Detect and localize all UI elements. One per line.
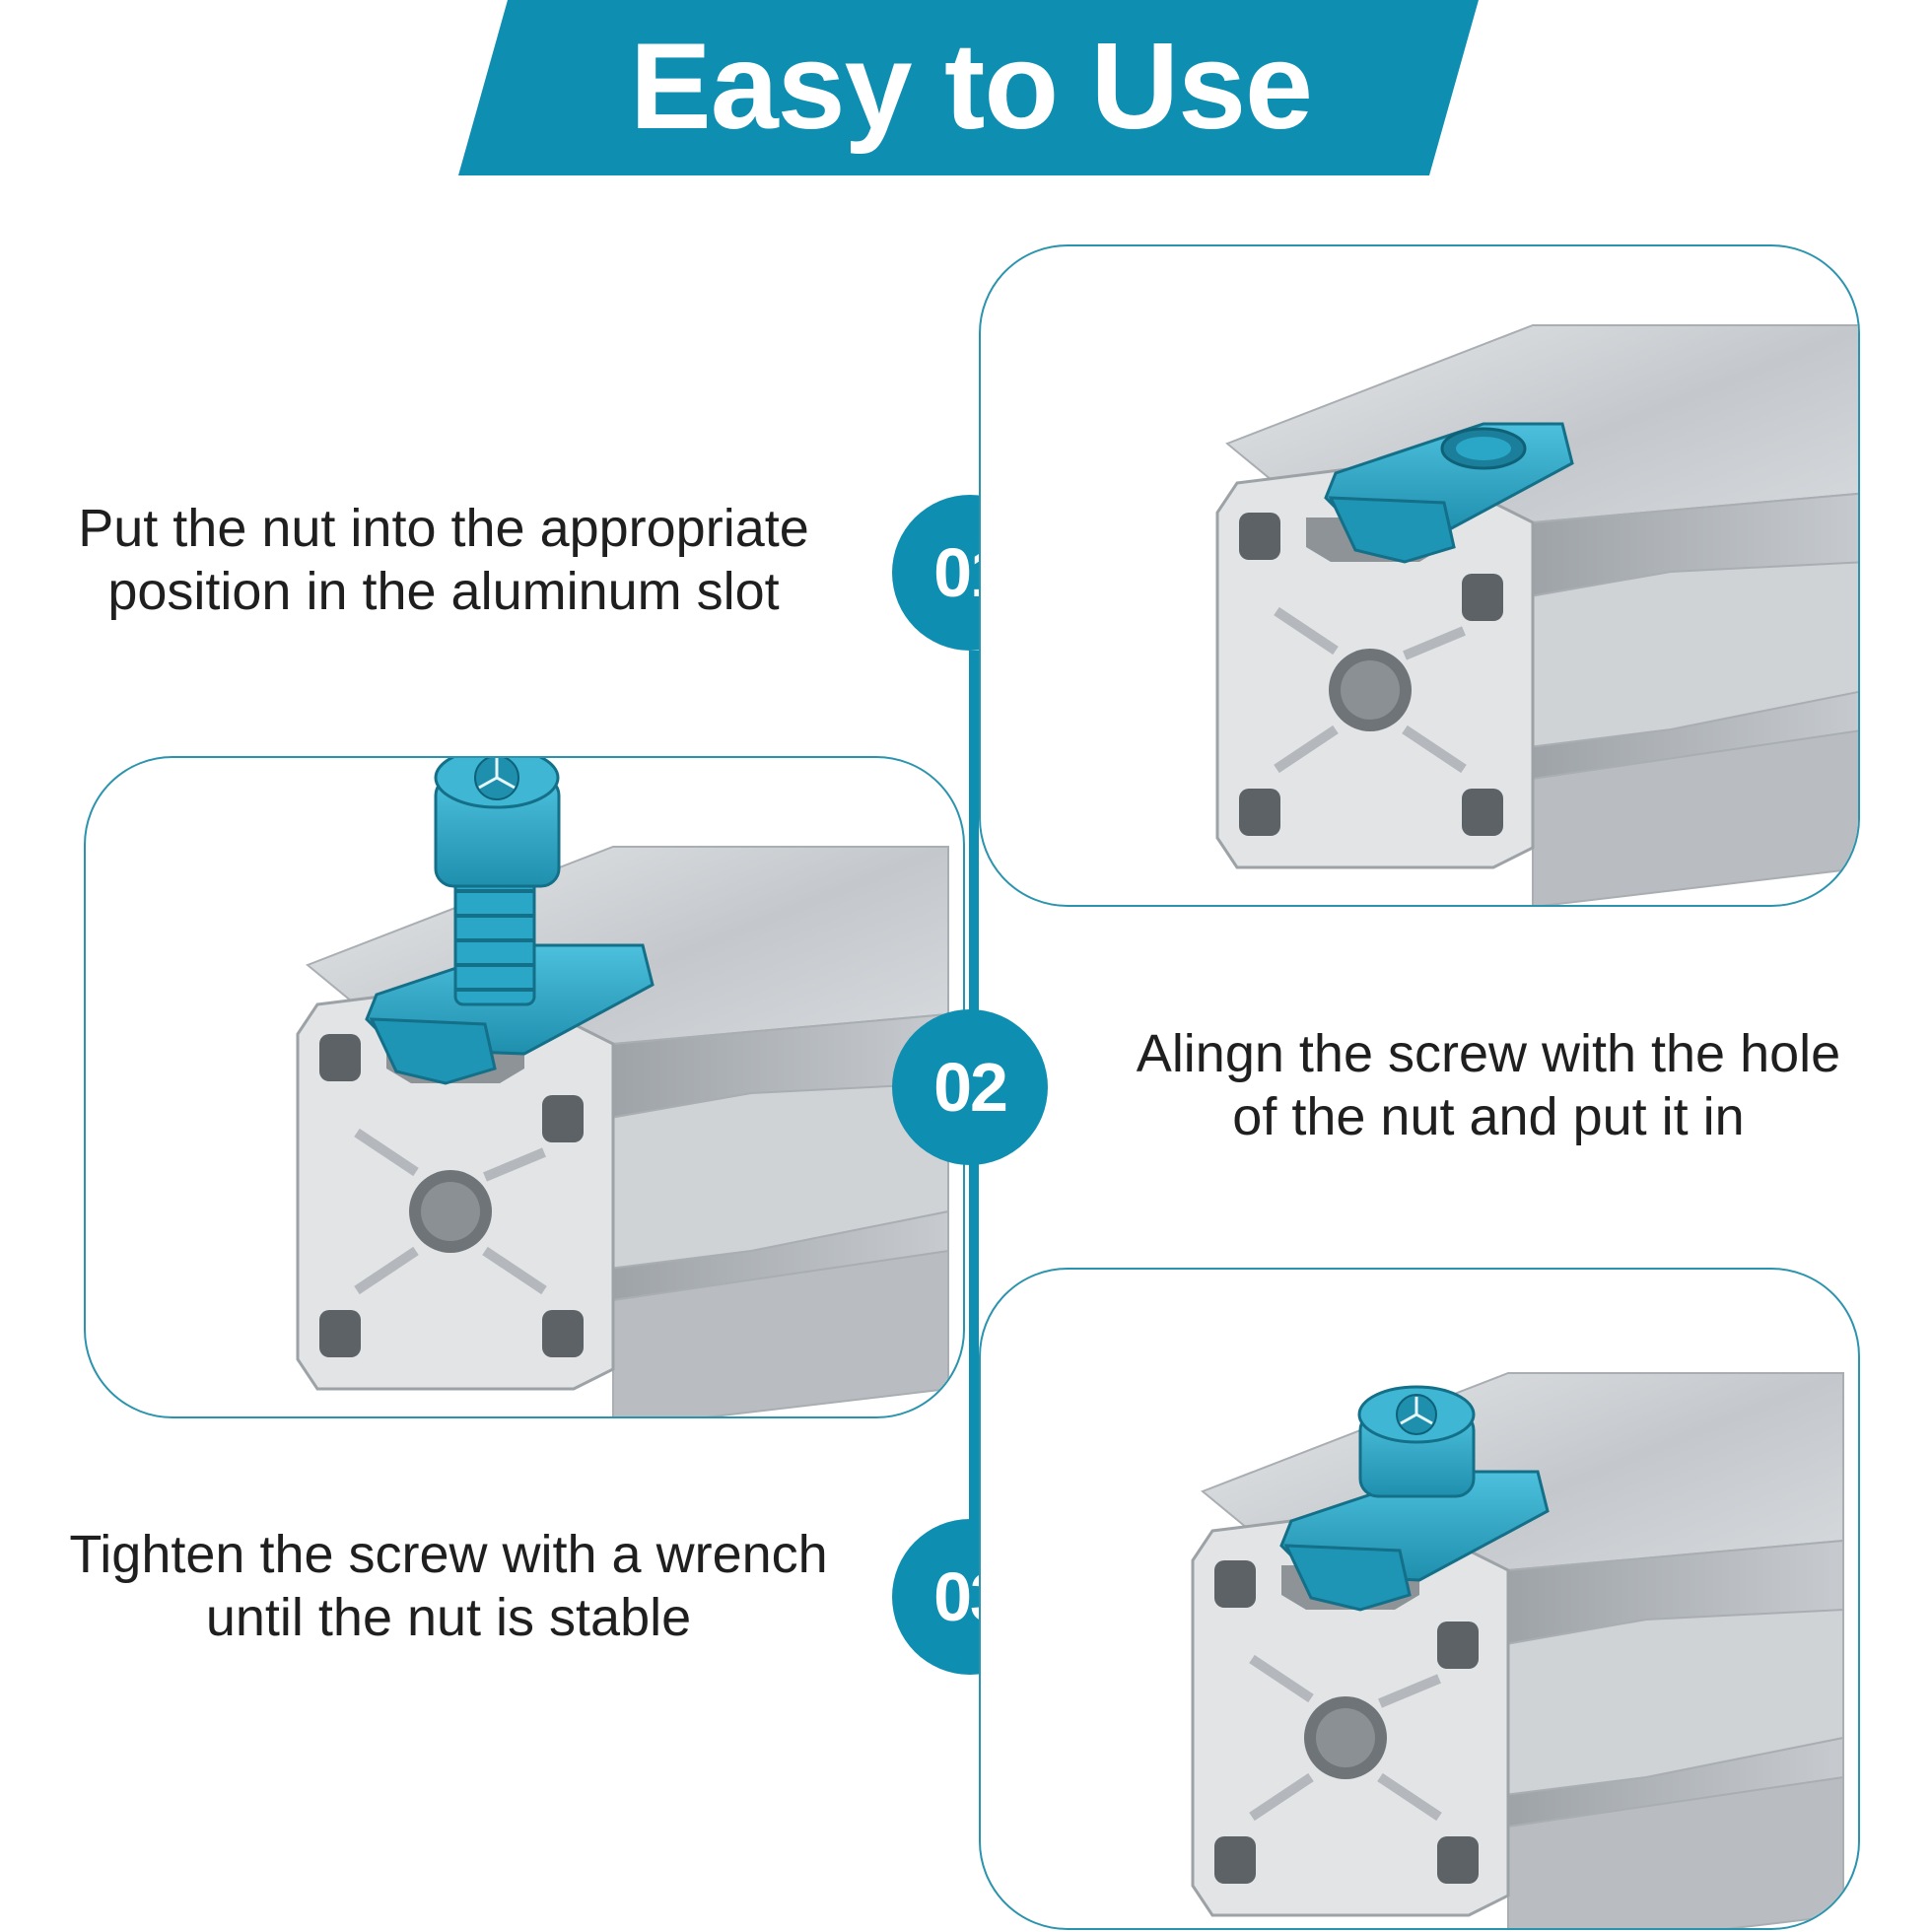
banner-shape — [458, 0, 1479, 175]
step-1-card — [979, 244, 1860, 907]
step-1-description: Put the nut into the appropriate positio… — [78, 499, 809, 621]
header-banner: Easy to Use — [0, 0, 1932, 177]
aluminum-profile-screw-inserting-icon — [86, 758, 963, 1416]
step-2-badge: 02 — [892, 1009, 1048, 1165]
aluminum-profile-screw-tightened-icon — [981, 1270, 1858, 1928]
step-2-card — [84, 756, 965, 1418]
step-2-description: Alingn the screw with the hole of the nu… — [1136, 1024, 1841, 1146]
step-3-card — [979, 1268, 1860, 1930]
page-title: Easy to Use — [629, 19, 1313, 155]
aluminum-profile-nut-icon — [981, 246, 1858, 905]
step-3-description: Tighten the screw with a wrench until th… — [69, 1525, 828, 1647]
